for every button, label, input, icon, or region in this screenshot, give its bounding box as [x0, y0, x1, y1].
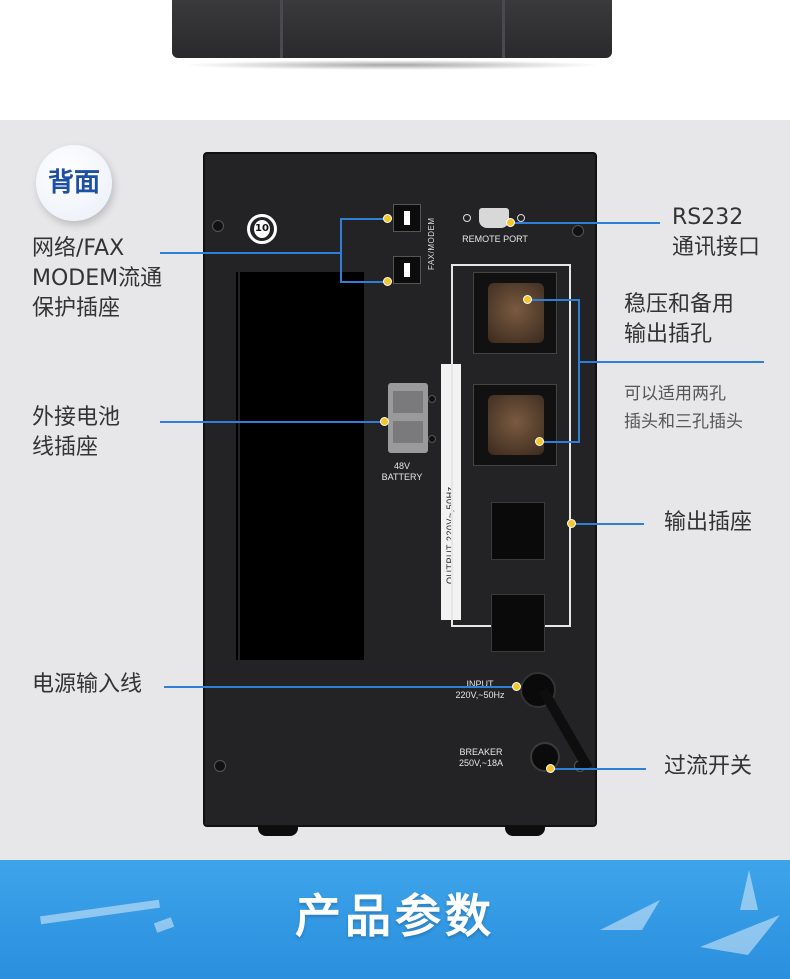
breaker-text: BREAKER	[459, 747, 503, 757]
breaker-label: BREAKER 250V,~18A	[446, 747, 516, 769]
callout-rs232-line1: RS232	[672, 205, 744, 230]
callout-line	[340, 281, 388, 283]
universal-output-socket	[473, 272, 557, 354]
battery-voltage: 48V	[393, 461, 410, 471]
callout-network-line1: 网络/FAX	[32, 236, 125, 261]
remote-port-label: REMOTE PORT	[462, 234, 528, 244]
callout-battery-line1: 外接电池	[32, 405, 121, 430]
callout-output-socket: 输出插座	[664, 510, 753, 535]
recycle-logo-icon: 10	[247, 214, 277, 244]
input-label: INPUT 220V,~50Hz	[445, 679, 515, 701]
screw-icon	[212, 220, 224, 232]
input-rating: 220V,~50Hz	[455, 690, 505, 700]
callout-regulated-line2: 输出插孔	[624, 322, 713, 347]
fax-modem-label: FAX/MODEM	[427, 217, 436, 270]
breaker-switch	[530, 742, 560, 772]
universal-output-socket	[473, 384, 557, 466]
iec-output-socket	[491, 502, 545, 560]
callout-power-input: 电源输入线	[32, 672, 143, 697]
iec-output-socket	[491, 594, 545, 652]
battery-connector	[388, 383, 428, 453]
screw-icon	[428, 435, 436, 443]
network-port-out	[393, 256, 421, 284]
recycle-logo-number: 10	[254, 220, 270, 238]
banner-title: 产品参数	[295, 889, 495, 943]
callout-dot	[546, 764, 555, 773]
callout-line	[512, 222, 660, 224]
ventilation-grille	[236, 272, 364, 660]
battery-text: BATTERY	[381, 472, 423, 482]
section-banner	[0, 860, 790, 979]
callout-regulated-note: 可以适用两孔 插头和三孔插头	[624, 380, 743, 436]
callout-regulated-line1: 稳压和备用	[624, 292, 735, 317]
callout-regulated-note-line2: 插头和三孔插头	[624, 412, 743, 432]
callout-rs232-line2: 通讯接口	[672, 235, 761, 260]
callout-battery-line2: 线插座	[32, 435, 99, 460]
back-badge: 背面	[36, 145, 112, 221]
back-badge-label: 背面	[47, 168, 100, 198]
callout-line	[528, 299, 580, 301]
callout-regulated-note-line1: 可以适用两孔	[624, 384, 726, 404]
network-port-in	[393, 204, 421, 232]
remote-port	[463, 208, 525, 228]
device-top-view	[172, 0, 612, 58]
callout-breaker: 过流开关	[664, 754, 753, 779]
callout-dot	[383, 214, 392, 223]
callout-line	[160, 252, 342, 254]
callout-dot	[506, 218, 515, 227]
callout-line	[340, 218, 342, 282]
breaker-rating: 250V,~18A	[459, 758, 503, 768]
callout-dot	[383, 277, 392, 286]
callout-dot	[535, 437, 544, 446]
callout-line	[340, 218, 388, 220]
screw-icon	[572, 225, 584, 237]
callout-network-line2: MODEM流通	[32, 266, 163, 291]
battery-label: 48V BATTERY	[372, 461, 432, 483]
device-foot	[505, 826, 545, 836]
callout-network: 网络/FAX MODEM流通 保护插座	[32, 234, 162, 324]
callout-network-line3: 保护插座	[32, 296, 121, 321]
callout-dot	[512, 682, 521, 691]
screw-icon	[428, 395, 436, 403]
callout-dot	[567, 519, 576, 528]
callout-dot	[380, 417, 389, 426]
callout-line	[164, 686, 516, 688]
device-foot	[258, 826, 298, 836]
input-text: INPUT	[466, 679, 494, 689]
callout-line	[160, 421, 386, 423]
screw-icon	[214, 760, 226, 772]
callout-regulated: 稳压和备用 输出插孔	[624, 290, 734, 350]
power-input-grommet	[520, 672, 556, 708]
callout-dot	[523, 295, 532, 304]
callout-rs232: RS232 通讯接口	[672, 203, 760, 263]
device-shadow	[180, 60, 604, 70]
callout-line	[578, 299, 580, 443]
callout-line	[550, 768, 646, 770]
callout-line	[578, 361, 764, 363]
callout-battery: 外接电池 线插座	[32, 403, 120, 463]
callout-line	[540, 441, 580, 443]
callout-line	[572, 523, 644, 525]
